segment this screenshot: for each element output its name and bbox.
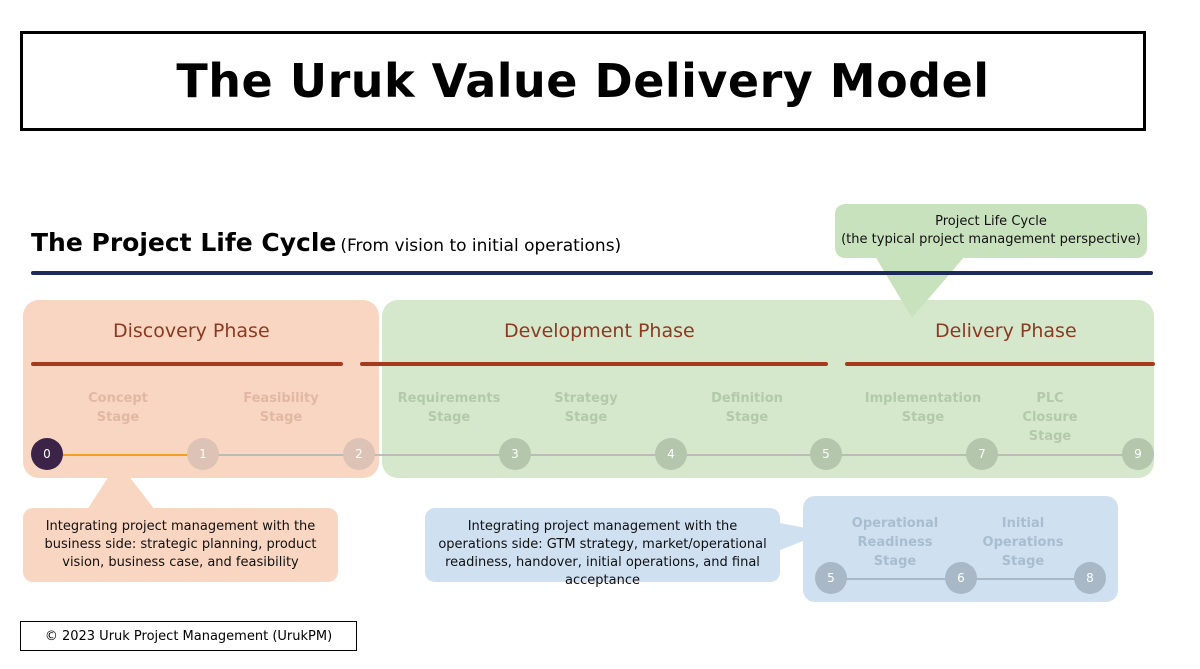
- stage-node-0: 0: [31, 438, 63, 470]
- discovery-callout: Integrating project management with the …: [23, 508, 338, 582]
- discovery-callout-pointer: [87, 462, 155, 510]
- stage-label-feasibility: Feasibility Stage: [243, 391, 319, 425]
- copyright-box: © 2023 Uruk Project Management (UrukPM): [20, 621, 357, 651]
- stage-node-3: 3: [499, 438, 531, 470]
- timeline-progress-line: [47, 454, 203, 456]
- copyright-text: © 2023 Uruk Project Management (UrukPM): [44, 628, 333, 644]
- lifecycle-heading-main: The Project Life Cycle: [31, 228, 337, 257]
- operations-callout: Integrating project management with the …: [425, 508, 780, 588]
- title-box: The Uruk Value Delivery Model: [20, 31, 1146, 131]
- phase-label-development: Development Phase: [504, 320, 695, 342]
- plc-callout-pointer: [875, 256, 965, 318]
- stage-label-implementation: Implementation Stage: [864, 391, 982, 425]
- stage-label-requirements: Requirements Stage: [397, 391, 501, 425]
- phase-rule-development: [360, 362, 828, 366]
- discovery-callout-text: Integrating project management with the …: [44, 519, 317, 570]
- stage-label-plc-closure: PLC Closure Stage: [1022, 391, 1078, 444]
- plc-callout-line1: Project Life Cycle: [935, 214, 1047, 229]
- lifecycle-rule: [31, 271, 1153, 275]
- page-title: The Uruk Value Delivery Model: [176, 54, 990, 108]
- stage-label-strategy: Strategy Stage: [554, 391, 618, 425]
- stage-node-7: 7: [966, 438, 998, 470]
- stage-label-definition: Definition Stage: [711, 391, 783, 425]
- stage-label-operational-readiness: Operational Readiness Stage: [851, 516, 939, 569]
- plc-callout-line2: (the typical project management perspect…: [841, 232, 1141, 247]
- lifecycle-heading: The Project Life Cycle(From vision to in…: [31, 228, 621, 257]
- phase-label-discovery: Discovery Phase: [113, 320, 270, 342]
- stage-label-initial-operations: Initial Operations Stage: [982, 516, 1064, 569]
- phase-label-delivery: Delivery Phase: [935, 320, 1077, 342]
- stage-node-1: 1: [187, 438, 219, 470]
- stage-node-4: 4: [655, 438, 687, 470]
- stage-node-5: 5: [810, 438, 842, 470]
- phase-rule-discovery: [31, 362, 343, 366]
- plc-callout: Project Life Cycle (the typical project …: [835, 204, 1147, 258]
- operations-node-5: 5: [815, 562, 847, 594]
- operations-node-6: 6: [945, 562, 977, 594]
- operations-callout-text: Integrating project management with the …: [438, 519, 767, 588]
- stage-node-2: 2: [343, 438, 375, 470]
- stage-label-concept: Concept Stage: [88, 391, 148, 425]
- lifecycle-heading-sub: (From vision to initial operations): [340, 236, 622, 256]
- phase-rule-delivery: [845, 362, 1155, 366]
- operations-node-8: 8: [1074, 562, 1106, 594]
- stage-node-9: 9: [1122, 438, 1154, 470]
